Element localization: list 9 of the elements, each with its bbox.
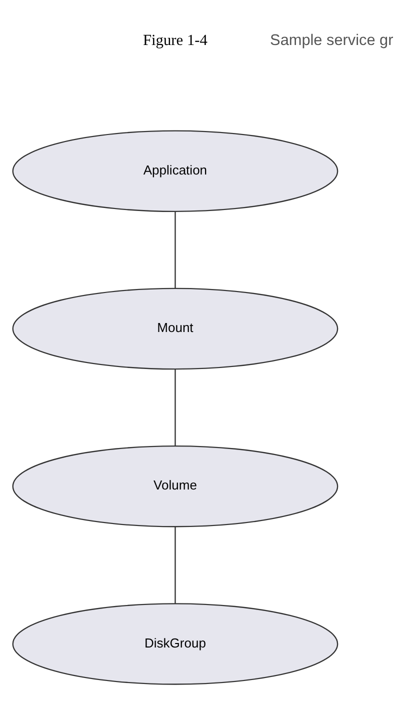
node-ellipse: Mount — [12, 287, 338, 370]
connector — [174, 526, 176, 604]
node-ellipse: Application — [12, 130, 338, 212]
node-ellipse: DiskGroup — [12, 602, 338, 684]
node-ellipse: Volume — [12, 444, 338, 527]
connector — [174, 368, 176, 446]
label: Figure 1-4 — [142, 31, 208, 48]
label: Sample service gr — [270, 31, 394, 48]
connector — [174, 211, 176, 288]
